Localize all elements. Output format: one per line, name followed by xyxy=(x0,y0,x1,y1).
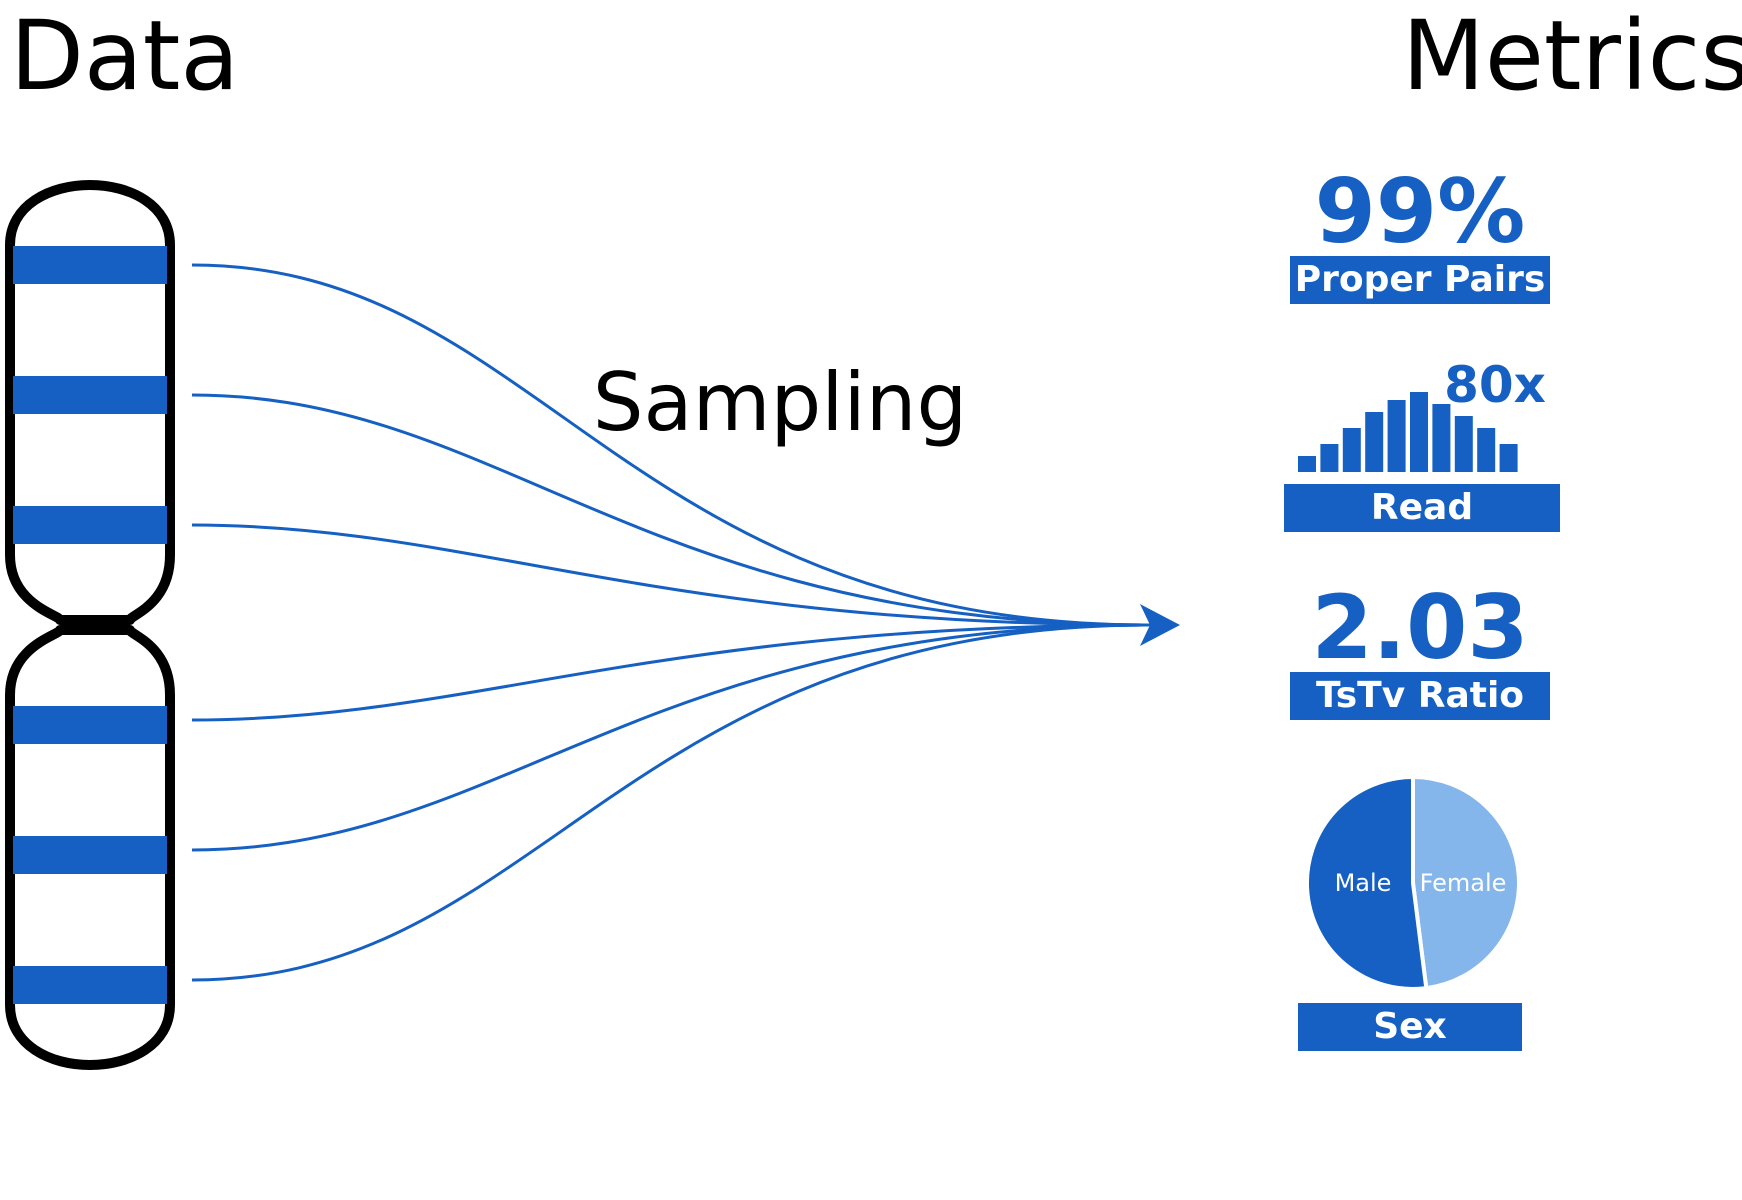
proper-pairs-value: 99% xyxy=(1314,160,1526,263)
chromosome-band xyxy=(13,506,167,544)
chromosome-band xyxy=(13,246,167,284)
sampling-curve xyxy=(191,393,1151,627)
tstv-ratio-value: 2.03 xyxy=(1311,576,1529,679)
coverage-histogram xyxy=(1298,392,1518,472)
chromosome-band xyxy=(13,966,167,1004)
arrow-head-icon xyxy=(1140,604,1180,646)
read-coverage-value: 80x xyxy=(1444,356,1546,414)
histogram-bar xyxy=(1320,444,1339,472)
chromosome-band xyxy=(13,836,167,874)
sex-label: Sex xyxy=(1298,1003,1522,1051)
data-heading: Data xyxy=(10,0,240,112)
sampling-label: Sampling xyxy=(593,356,967,449)
histogram-bar xyxy=(1454,416,1473,472)
pie-slice-male xyxy=(1305,774,1429,991)
metrics-heading: Metrics xyxy=(1402,0,1742,112)
histogram-bar xyxy=(1432,404,1451,472)
histogram-bar xyxy=(1298,456,1316,472)
pie-label-male: Male xyxy=(1335,869,1392,897)
proper-pairs-label: Proper Pairs xyxy=(1290,256,1550,304)
sampling-curve xyxy=(191,623,1151,982)
histogram-bar xyxy=(1387,400,1406,472)
sampling-curve xyxy=(191,523,1151,627)
histogram-bar xyxy=(1410,392,1428,472)
tstv-ratio-label: TsTv Ratio xyxy=(1290,672,1550,720)
chromosome-upper-arm xyxy=(5,180,175,625)
histogram-bar xyxy=(1342,428,1361,472)
pie-label-female: Female xyxy=(1420,869,1507,897)
read-coverage-label: Read Coverage xyxy=(1284,484,1560,576)
histogram-bar xyxy=(1477,428,1496,472)
sampling-curve xyxy=(191,263,1151,627)
histogram-bar xyxy=(1365,412,1384,472)
histogram-bar xyxy=(1499,444,1518,472)
chromosome-band xyxy=(13,706,167,744)
chromosome-lower-arm xyxy=(5,625,175,1070)
chromosome-band xyxy=(13,376,167,414)
sampling-curve xyxy=(191,623,1151,722)
sex-pie-chart: Male Female xyxy=(1305,774,1521,991)
pie-slice-female xyxy=(1411,774,1521,991)
sampling-curve xyxy=(191,623,1151,852)
